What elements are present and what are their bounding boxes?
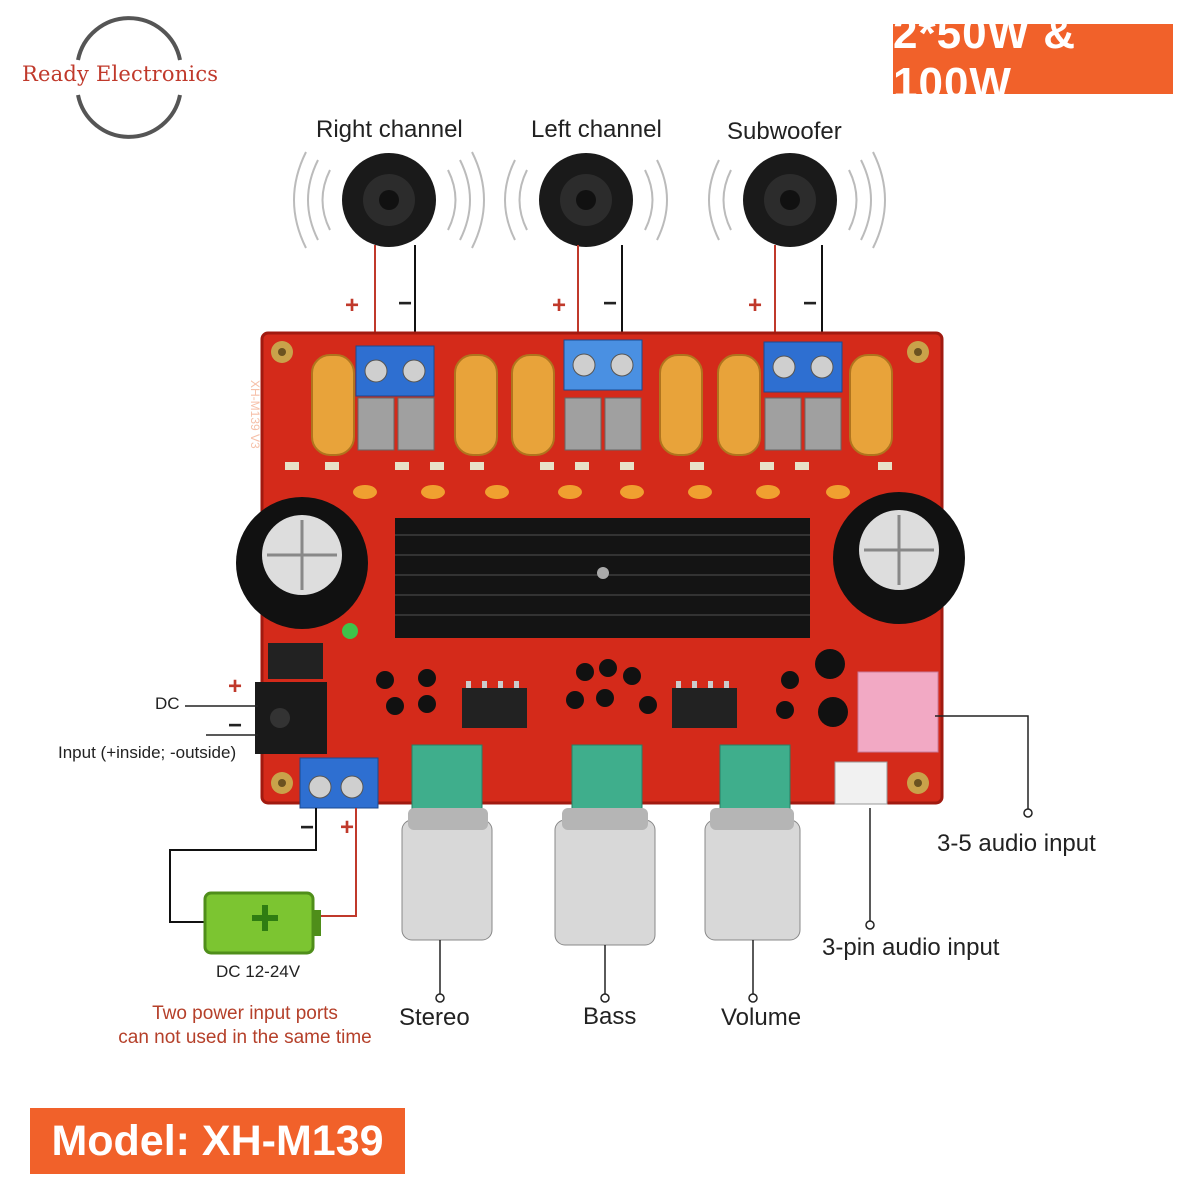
polarity-plus: + xyxy=(748,292,763,319)
dc-label: DC xyxy=(155,694,180,713)
polarity-minus: − xyxy=(398,290,413,317)
knob-label-volume: Volume xyxy=(721,1004,802,1031)
knob-label-bass: Bass xyxy=(583,1003,637,1030)
power-warning: Two power input ports can not used in th… xyxy=(100,1002,390,1050)
battery-icon xyxy=(203,891,321,955)
dc-minus: − xyxy=(228,712,243,739)
speaker-right-icon xyxy=(293,151,485,249)
heatsink xyxy=(395,518,810,638)
power-terminal xyxy=(299,757,379,809)
speaker-subwoofer-icon xyxy=(708,151,886,249)
battery-plus: + xyxy=(340,814,355,841)
speaker-label-right: Right channel xyxy=(316,116,463,143)
pin-input-label: 3-pin audio input xyxy=(822,934,1000,961)
board-model-text: XH-M139 xyxy=(248,380,262,431)
polarity-plus: + xyxy=(552,292,567,319)
potentiometers xyxy=(401,744,801,946)
3pin-connector xyxy=(834,761,888,805)
polarity-minus: − xyxy=(803,290,818,317)
speaker-terminals xyxy=(355,339,843,397)
capacitor-right xyxy=(833,492,965,624)
board-version-text: V3 xyxy=(248,434,262,449)
polarity-plus: + xyxy=(345,292,360,319)
battery-voltage-label: DC 12-24V xyxy=(216,962,301,981)
model-badge: Model: XH-M139 xyxy=(30,1108,405,1174)
speaker-label-subwoofer: Subwoofer xyxy=(727,118,842,145)
board-model-silkscreen: XH-M139 V3 xyxy=(248,380,262,449)
aux-input-label: 3-5 audio input xyxy=(937,830,1096,857)
brand-name: Ready Electronics xyxy=(22,62,219,86)
ready-electronics-logo xyxy=(76,16,182,139)
power-warning-line-2: can not used in the same time xyxy=(118,1027,372,1048)
polarity-minus: − xyxy=(603,290,618,317)
dc-plus: + xyxy=(228,673,243,700)
knob-label-stereo: Stereo xyxy=(399,1004,470,1031)
battery-minus: − xyxy=(300,814,315,841)
dc-polarity-note: Input (+inside; -outside) xyxy=(58,743,237,762)
audio-jack-3-5 xyxy=(857,671,939,753)
dc-jack xyxy=(255,682,327,754)
power-warning-line-1: Two power input ports xyxy=(152,1003,338,1024)
power-rating-badge: 2*50W & 100W xyxy=(893,9,1173,108)
capacitor-left xyxy=(236,497,368,629)
opamp-chips xyxy=(462,681,737,728)
speaker-label-left: Left channel xyxy=(531,116,662,143)
speaker-left-icon xyxy=(504,153,668,247)
